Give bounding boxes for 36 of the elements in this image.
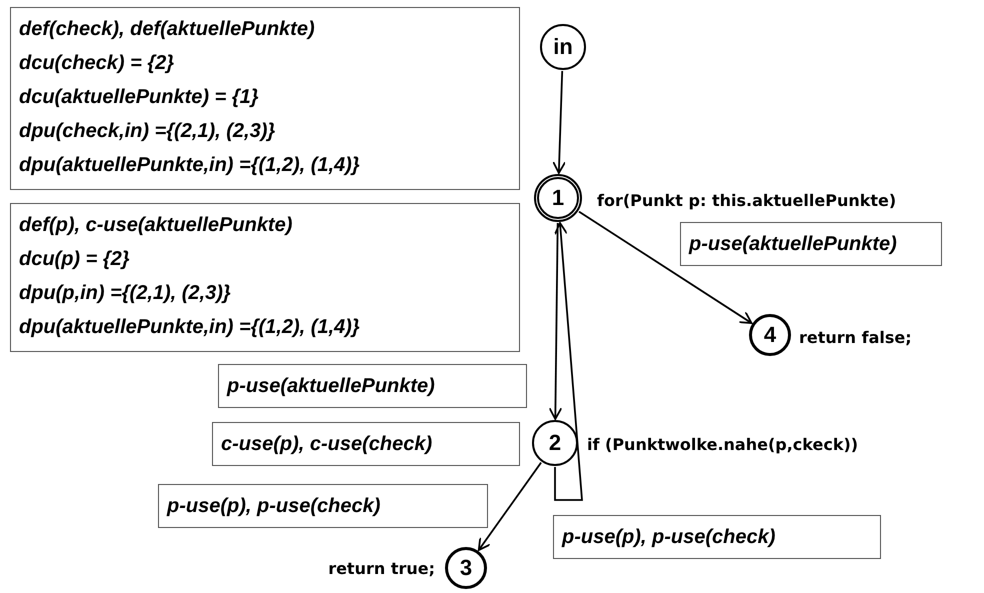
annotation-box (553, 515, 881, 559)
arrow (578, 210, 752, 324)
annotation-box (680, 222, 942, 266)
annotation-text: p-use(p), p-use(check) (167, 494, 382, 519)
code-label: return true; (328, 559, 435, 578)
arrow (552, 70, 566, 174)
annotation-text: dcu(check) = {2} (19, 51, 176, 76)
arrow (554, 222, 583, 501)
node-number: 1 (552, 185, 564, 211)
annotation-text: def(p), c-use(aktuellePunkte) (19, 213, 294, 238)
annotation-text: p-use(p), p-use(check) (562, 525, 776, 550)
annotation-box (212, 422, 520, 466)
arrow (478, 462, 542, 551)
annotation-text: dpu(p,in) ={(2,1), (2,3)} (19, 281, 232, 306)
node-number: in (553, 34, 573, 60)
node-number: 3 (460, 555, 472, 581)
annotation-text: p-use(aktuellePunkte) (689, 232, 898, 257)
annotation-text: def(check), def(aktuellePunkte) (19, 17, 316, 42)
annotation-text: c-use(p), c-use(check) (221, 432, 434, 457)
annotation-box (158, 484, 488, 528)
annotation-text: dpu(aktuellePunkte,in) ={(1,2), (1,4)} (19, 315, 361, 340)
annotation-box (218, 364, 527, 408)
code-label: return false; (799, 328, 912, 347)
annotation-text: dpu(check,in) ={(2,1), (2,3)} (19, 119, 276, 144)
annotation-text: dcu(aktuellePunkte) = {1} (19, 85, 260, 110)
annotation-box (10, 7, 520, 190)
annotation-text: p-use(aktuellePunkte) (227, 374, 436, 399)
code-label: if (Punktwolke.nahe(p,ckeck)) (587, 435, 858, 454)
annotation-text: dcu(p) = {2} (19, 247, 131, 272)
node-number: 2 (548, 430, 562, 456)
annotation-box (10, 203, 520, 352)
annotation-text: dpu(aktuellePunkte,in) ={(1,2), (1,4)} (19, 153, 361, 178)
node-number: 4 (764, 322, 776, 348)
code-label: for(Punkt p: this.aktuellePunkte) (597, 191, 896, 210)
state-circle (540, 24, 586, 70)
arrow (548, 222, 562, 420)
